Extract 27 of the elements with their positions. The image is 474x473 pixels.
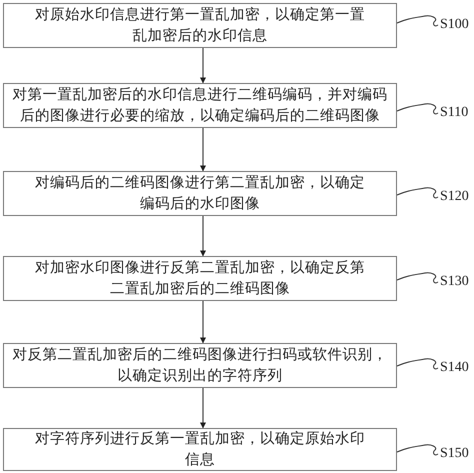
- arrow: [200, 300, 206, 344]
- step-number: S150: [440, 446, 469, 462]
- step-text: 对加密水印图像进行反第二置乱加密，以确定反第二置乱加密后的二维码图像: [34, 258, 366, 298]
- leader-line: [396, 187, 438, 198]
- arrow: [200, 128, 206, 172]
- leader-line: [396, 15, 438, 26]
- arrow: [200, 48, 206, 84]
- step-number: S120: [440, 189, 469, 205]
- step-text: 对编码后的二维码图像进行第二置乱加密，以确定编码后的水印图像: [34, 174, 366, 214]
- leader-line: [396, 103, 438, 114]
- step-text: 对字符序列进行反第一置乱加密，以确定原始水印信息: [34, 430, 366, 470]
- process-box: [3, 171, 397, 216]
- step-text: 对原始水印信息进行第一置乱加密，以确定第一置乱加密后的水印信息: [34, 6, 366, 46]
- step-text: 对第一置乱加密后的水印信息进行二维码编码，并对编码后的图像进行必要的缩放，以确定编码后的二维码图像: [12, 86, 388, 126]
- step-number: S130: [440, 274, 469, 290]
- step-number: S140: [440, 360, 469, 376]
- step-number: S110: [440, 105, 468, 121]
- step-text: 对反第二置乱加密后的二维码图像进行扫码或软件识别，以确定识别出的字符序列: [12, 346, 388, 386]
- process-box: [3, 428, 397, 471]
- step-number: S100: [440, 17, 469, 33]
- arrow: [200, 216, 206, 256]
- arrow: [200, 388, 206, 428]
- leader-line: [396, 272, 438, 284]
- process-box: [3, 3, 397, 48]
- leader-line: [396, 358, 438, 370]
- leader-line: [396, 444, 438, 456]
- process-box: [3, 256, 397, 301]
